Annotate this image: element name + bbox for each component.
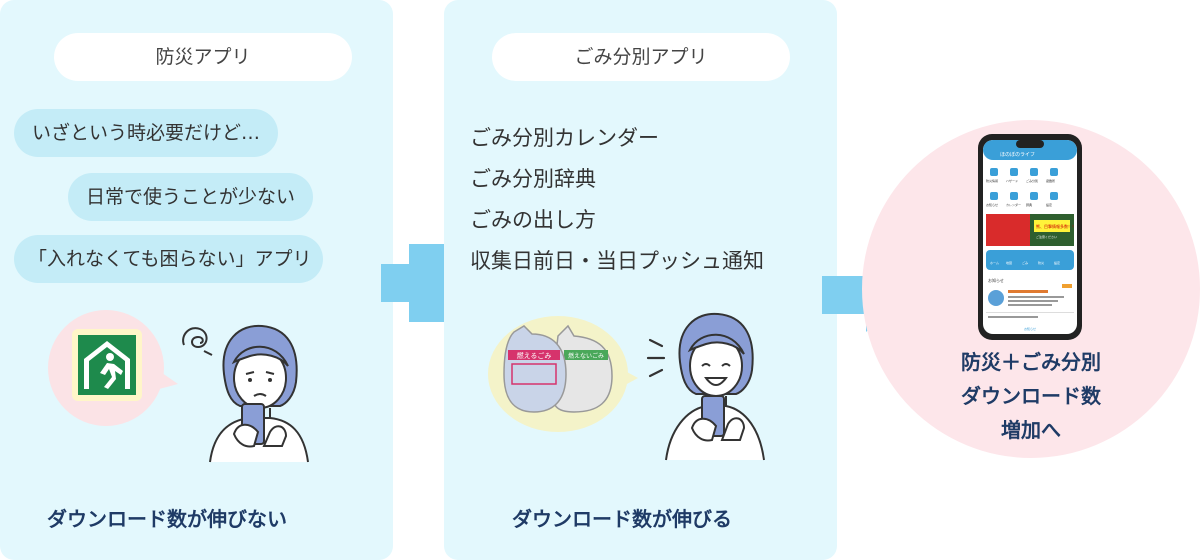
confused-scribble-icon [182, 327, 213, 356]
bubble-3: 「入れなくても困らない」アプリ [14, 235, 324, 283]
phone-menu-label: 防災情報 [986, 178, 998, 183]
phone-menu-label: ハザード [1006, 178, 1018, 183]
result-line-1: 防災＋ごみ分別 [961, 350, 1101, 374]
phone-tab-label: 防災 [1038, 260, 1044, 265]
emergency-exit-icon [72, 329, 142, 401]
feature-item: ごみ分別カレンダー [470, 126, 659, 150]
feature-item: 収集日前日・当日プッシュ通知 [470, 249, 764, 273]
middle-panel-title: ごみ分別アプリ [492, 33, 790, 81]
woman-happy-icon [665, 312, 765, 461]
phone-banner-sub: ご注意ください [1036, 234, 1057, 239]
phone-menu-label: 設定 [1046, 202, 1052, 207]
feature-item: ごみの出し方 [470, 208, 596, 232]
garbage-bag-icon: 燃えるごみ 燃えないごみ [503, 324, 613, 413]
bubble-2: 日常で使うことが少ない [68, 173, 314, 221]
phone-menu-label: お知らせ [986, 202, 998, 207]
exclaim-lines-icon [646, 338, 666, 378]
middle-panel [444, 0, 837, 560]
phone-tab-label: ホーム [990, 260, 999, 265]
phone-menu-label: 辞典 [1026, 202, 1032, 207]
phone-tab-label: 設定 [1054, 260, 1060, 265]
phone-section-label: お知らせ [988, 277, 1004, 283]
bag-label-burnable: 燃えるごみ [517, 351, 552, 360]
phone-menu-label: 避難所 [1046, 178, 1055, 183]
left-panel-title: 防災アプリ [54, 33, 352, 81]
bag-label-nonburnable: 燃えないごみ [568, 352, 604, 360]
woman-worried-icon [209, 324, 309, 463]
feature-item: ごみ分別辞典 [470, 167, 596, 191]
feature-list: ごみ分別カレンダー ごみ分別辞典 ごみの出し方 収集日前日・当日プッシュ通知 [470, 118, 764, 282]
phone-menu-label: カレンダー [1006, 202, 1021, 207]
phone-tab-label: ごみ [1022, 260, 1028, 265]
phone-menu-label: ごみ分別 [1026, 178, 1038, 183]
phone-footer-text: お知らせ [1024, 326, 1036, 331]
smartphone-icon: ほのぼのライフ 防災情報 ハザード ごみ分別 避難所 お知らせ カレンダー 辞典… [978, 134, 1082, 340]
left-panel-caption: ダウンロード数が伸びない [47, 507, 287, 531]
result-line-2: ダウンロード数 [961, 384, 1101, 408]
phone-app-title: ほのぼのライフ [1000, 151, 1035, 158]
result-text: 防災＋ごみ分別 ダウンロード数 増加へ [862, 345, 1200, 447]
bubble-1: いざという時必要だけど… [14, 109, 279, 157]
phone-tab-label: 地図 [1006, 260, 1012, 265]
result-line-3: 増加へ [1001, 418, 1061, 442]
middle-panel-caption: ダウンロード数が伸びる [512, 507, 732, 531]
phone-banner-text: 熊、目撃情報多数！！ [1036, 223, 1076, 229]
